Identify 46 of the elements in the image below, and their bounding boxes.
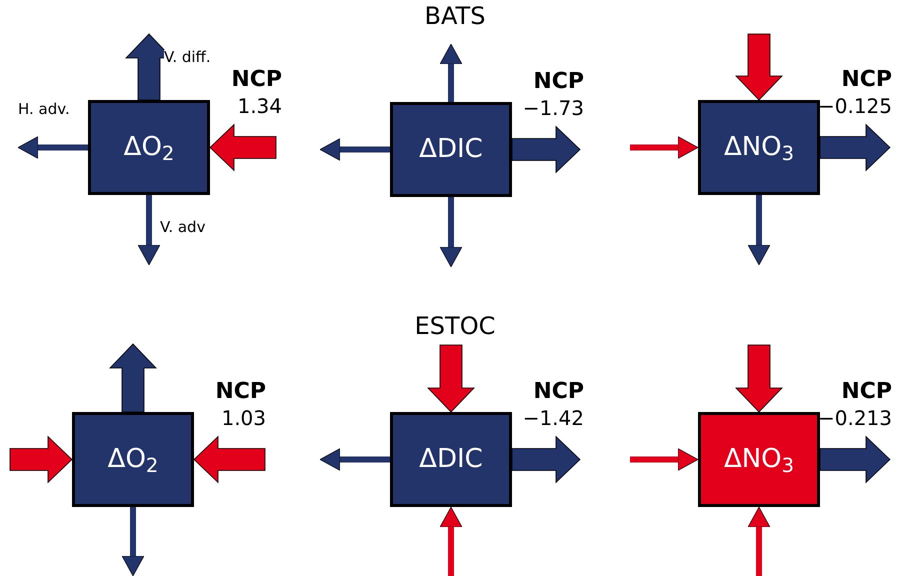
block-arrow: [109, 343, 157, 412]
ncp-value: −1.73: [522, 96, 584, 120]
edge-label: V. diff.: [164, 50, 211, 65]
block-arrow: [10, 436, 73, 484]
site-title: ESTOC: [414, 314, 496, 338]
block-arrow: [820, 436, 891, 484]
arrow: [122, 507, 144, 576]
arrow: [440, 197, 462, 268]
arrow: [440, 506, 462, 576]
process-box: ΔO$_{2}$: [88, 100, 210, 195]
process-box: ΔDIC: [390, 102, 512, 197]
process-box: ΔNO$_{3}$: [698, 412, 820, 507]
ncp-label: NCP: [841, 378, 892, 406]
block-arrow: [512, 126, 581, 174]
block-arrow: [427, 344, 475, 413]
block-arrow: [209, 124, 276, 172]
ncp-value: −0.125: [818, 94, 892, 118]
ncp-value: −1.42: [522, 406, 584, 430]
ncp-label: NCP: [841, 66, 892, 94]
ncp-label: NCP: [533, 378, 584, 406]
block-arrow: [735, 34, 783, 101]
block-arrow: [820, 124, 891, 172]
ncp-label: NCP: [231, 66, 282, 94]
arrow: [748, 195, 770, 266]
arrow: [630, 448, 698, 471]
ncp-value: 1.03: [221, 406, 266, 430]
process-box: ΔNO$_{3}$: [698, 100, 820, 195]
block-arrow: [193, 436, 266, 484]
process-box: ΔO$_{2}$: [72, 412, 194, 507]
block-arrow: [512, 436, 581, 484]
arrow: [440, 44, 462, 102]
arrow: [320, 448, 390, 471]
arrow: [18, 136, 88, 159]
process-box: ΔDIC: [390, 412, 512, 507]
ncp-value: 1.34: [237, 94, 282, 118]
ncp-label: NCP: [215, 378, 266, 406]
edge-label: H. adv.: [18, 102, 70, 117]
ncp-value: −0.213: [818, 406, 892, 430]
site-title: BATS: [424, 4, 486, 28]
arrow: [138, 195, 160, 266]
arrow: [630, 136, 698, 159]
ncp-label: NCP: [533, 68, 584, 96]
edge-label: V. adv: [160, 220, 206, 235]
arrow: [748, 506, 770, 576]
block-arrow: [735, 344, 783, 413]
arrow: [320, 138, 390, 161]
